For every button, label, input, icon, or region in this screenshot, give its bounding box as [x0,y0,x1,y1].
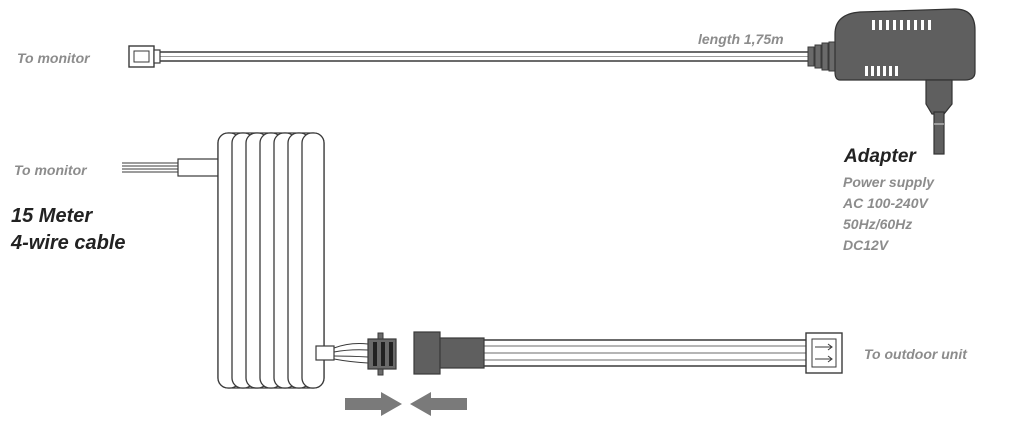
strain-relief [807,41,836,72]
arrow-right-icon [345,392,402,416]
label-cable-length: length 1,75m [698,31,784,47]
outdoor-cable [413,331,843,375]
label-to-monitor-mid: To monitor [14,162,87,178]
male-connector [367,332,397,376]
adapter-spec-line: DC12V [843,237,889,253]
arrow-left-icon [410,392,467,416]
adapter-spec-line: 50Hz/60Hz [843,216,913,232]
top-cable [128,41,836,72]
adapter-specs: Power supply AC 100-240V 50Hz/60Hz DC12V [843,172,934,256]
adapter-spec-line: Power supply [843,174,935,190]
connect-arrows [345,392,467,416]
cable-spec-line2: 4-wire cable [11,232,126,254]
adapter-title: Adapter [844,146,916,167]
cable-spec-line1: 15 Meter [11,205,93,227]
female-connector [413,331,441,375]
adapter-spec-line: AC 100-240V [843,195,928,211]
coiled-cable [217,132,325,389]
loose-wires [122,158,223,177]
power-adapter [834,8,976,155]
label-to-monitor-top: To monitor [17,50,90,66]
coil-exit [315,332,397,376]
adapter-plug [925,79,953,115]
label-to-outdoor-unit: To outdoor unit [864,346,967,362]
